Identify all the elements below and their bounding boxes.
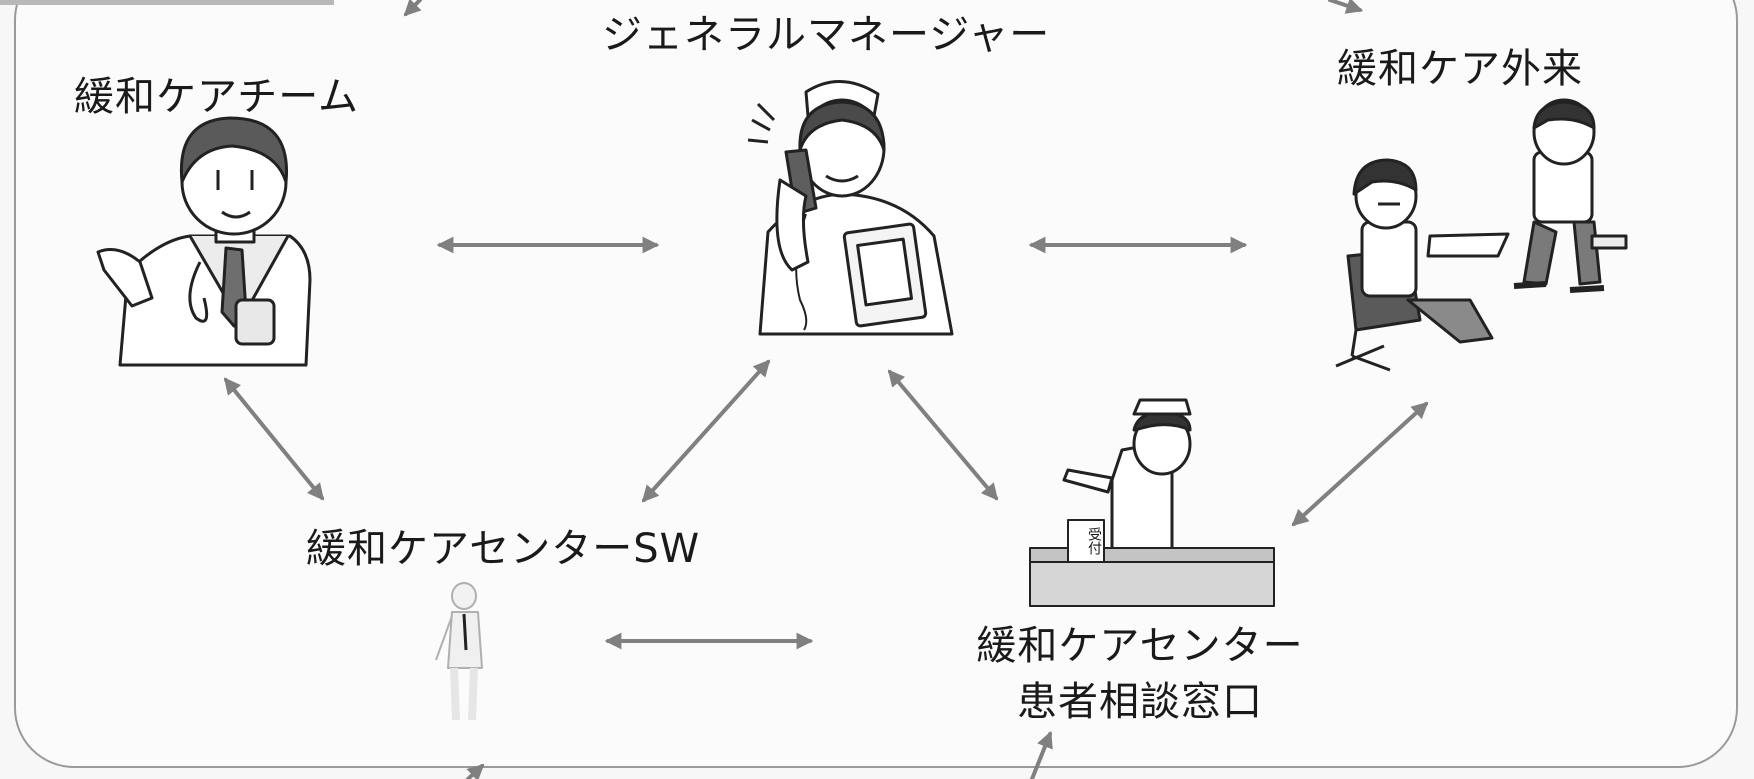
reception-desk-illustration [1029,398,1275,607]
palliative-team-label: 緩和ケアチーム [74,74,359,120]
header-tab-strip [0,0,334,5]
center-sw-label: 緩和ケアセンターSW [306,526,701,572]
consultation-illustration [1335,98,1628,372]
general-manager-label: ジェネラルマネージャー [602,12,1051,58]
arrow-offscreen-bottom-right [1030,730,1053,779]
arrow-offscreen-top-left [403,0,422,17]
consult-desk-label-line-1: 緩和ケアセンター [976,623,1304,669]
doctor-illustration [96,116,312,367]
arrow-offscreen-top-right [1328,0,1364,14]
desk-sign: 受付 [1086,527,1102,555]
palliative-outpatient-label: 緩和ケア外来 [1337,46,1583,92]
arrow-outpatient-consult [1291,401,1429,527]
nurse-on-phone-illustration [747,80,954,336]
arrow-gm-sw [641,359,771,503]
arrow-gm-consult [887,369,999,501]
arrow-team-sw [223,377,325,501]
social-worker-figure [435,582,483,721]
arrow-offscreen-bottom-left [466,763,485,779]
consult-desk-label-line-2: 患者相談窓口 [1017,679,1263,725]
consult-desk-label: 緩和ケアセンター 患者相談窓口 [960,618,1320,730]
